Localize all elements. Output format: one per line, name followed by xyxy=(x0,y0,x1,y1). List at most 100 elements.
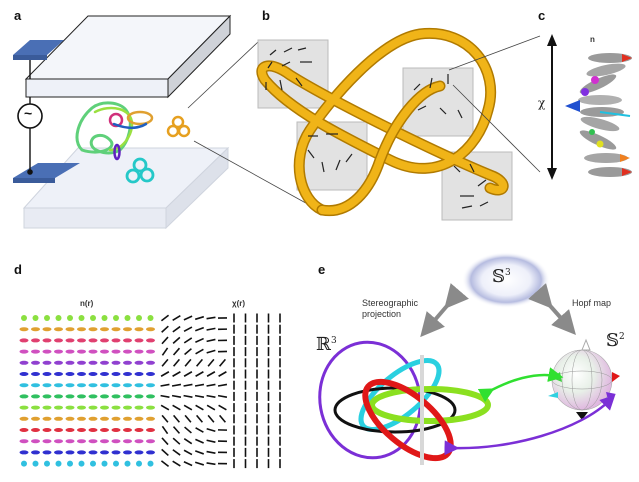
n-field-glyph xyxy=(65,338,75,343)
n-field-glyph xyxy=(88,383,98,388)
n-field-glyph xyxy=(31,327,40,332)
n-field-glyph xyxy=(42,394,52,399)
chi-field-glyph xyxy=(217,383,228,387)
r3-exponent: 3 xyxy=(330,336,337,346)
n-field-glyph xyxy=(88,372,98,376)
chi-field-glyph xyxy=(195,438,204,444)
n-field-glyph xyxy=(67,315,73,321)
green-correspondence-arrow xyxy=(477,367,564,403)
n-field-glyph xyxy=(42,372,52,376)
n-field-glyph xyxy=(88,338,98,343)
stereographic-projection-label: Stereographic projection xyxy=(362,298,418,320)
n-field-glyph xyxy=(67,460,73,467)
n-field-glyph xyxy=(123,439,132,444)
chi-field-glyph xyxy=(184,426,192,434)
chi-field-glyph xyxy=(172,414,181,423)
n-field-glyph xyxy=(42,338,52,343)
n-field-glyph xyxy=(146,338,155,343)
n-field-glyph xyxy=(77,349,86,354)
panel-e-label: e xyxy=(318,262,326,277)
n-field-glyph xyxy=(134,349,144,354)
chi-field-glyph xyxy=(172,358,181,367)
n-field-glyph xyxy=(113,460,119,467)
chi-field-glyph xyxy=(161,347,169,356)
chi-field-glyph xyxy=(172,449,181,456)
n-field-glyph xyxy=(31,394,40,399)
chi-field-glyph xyxy=(218,358,227,367)
n-field-glyph xyxy=(123,394,132,399)
chi-field-glyph xyxy=(206,383,216,387)
n-field-glyph xyxy=(42,383,52,388)
director-arrows xyxy=(265,47,489,209)
n-field-glyph xyxy=(65,383,75,388)
n-field-glyph xyxy=(54,360,63,365)
n-field-glyph xyxy=(77,327,86,332)
n-field-glyph xyxy=(65,416,75,421)
chi-field-glyph xyxy=(195,348,204,355)
chi-field-glyph xyxy=(195,337,204,343)
chi-field-glyph xyxy=(172,437,181,445)
chi-field-glyph xyxy=(194,450,205,455)
chi-field-glyph xyxy=(183,449,193,456)
cyan-trefoil-knot xyxy=(125,157,155,184)
n-field-glyph xyxy=(31,428,40,432)
n-field-glyph xyxy=(77,338,86,343)
chi-field-glyph xyxy=(171,394,182,398)
chi-field-glyph xyxy=(172,371,181,377)
n-field-glyph xyxy=(55,315,62,321)
n-field-glyph xyxy=(42,439,52,444)
n-field-glyph xyxy=(146,416,155,421)
n-field-glyph xyxy=(78,315,85,321)
n-field-glyph xyxy=(111,349,121,354)
n-field-glyph xyxy=(101,460,108,467)
r3-symbol: ℝ xyxy=(316,334,331,355)
n-field-glyph xyxy=(113,315,119,321)
chi-field-glyph xyxy=(172,347,181,356)
n-field-glyph xyxy=(54,450,63,455)
n-field-glyph xyxy=(54,439,63,444)
n-field-glyph xyxy=(123,383,132,388)
n-field-glyph xyxy=(77,383,86,388)
purple-correspondence-arrow xyxy=(444,394,616,456)
n-field-glyph xyxy=(19,450,29,455)
n-field-glyph xyxy=(21,460,27,467)
knot-cluster xyxy=(75,101,154,161)
s3-exponent: 3 xyxy=(505,268,511,278)
chi-field-glyph xyxy=(172,325,181,333)
chi-field-glyph xyxy=(206,462,216,466)
n-field-glyph xyxy=(31,372,40,376)
panel-d-label: d xyxy=(14,262,22,277)
chi-axis-label: χ xyxy=(538,96,546,110)
zoom-guide-line xyxy=(187,41,259,109)
n-field-glyph xyxy=(19,372,29,376)
n-field-glyph xyxy=(31,416,40,421)
n-field-glyph xyxy=(134,439,144,444)
n-field-glyph xyxy=(77,394,86,399)
chi-field-glyph xyxy=(183,438,193,445)
chi-field-glyph xyxy=(217,394,228,398)
n-field-glyph xyxy=(31,360,40,365)
n-field-glyph xyxy=(100,360,109,365)
n-field-glyph xyxy=(54,428,63,432)
n-field-glyph xyxy=(124,460,131,467)
n-field-glyph xyxy=(146,327,155,332)
n-field-glyph xyxy=(146,428,155,432)
stereo-line-2: projection xyxy=(362,309,402,319)
n-field-glyph xyxy=(77,360,86,365)
n-field-glyph xyxy=(134,327,144,332)
n-field-glyph xyxy=(31,439,40,444)
zoom-guide-line xyxy=(448,35,541,71)
n-field-glyph xyxy=(111,360,121,365)
n-field-glyph xyxy=(88,394,98,399)
n-field-glyph xyxy=(101,315,108,321)
chi-field-glyph xyxy=(183,404,193,411)
s2-exponent: 2 xyxy=(619,332,625,342)
zoom-guide-line xyxy=(452,84,541,173)
n-field-glyph xyxy=(146,383,155,388)
chi-field-glyph xyxy=(161,414,169,423)
chi-field-glyph xyxy=(207,414,215,423)
stereo-line-1: Stereographic xyxy=(362,298,419,308)
n-field-glyph xyxy=(21,315,27,321)
n-field-glyph xyxy=(123,405,132,410)
